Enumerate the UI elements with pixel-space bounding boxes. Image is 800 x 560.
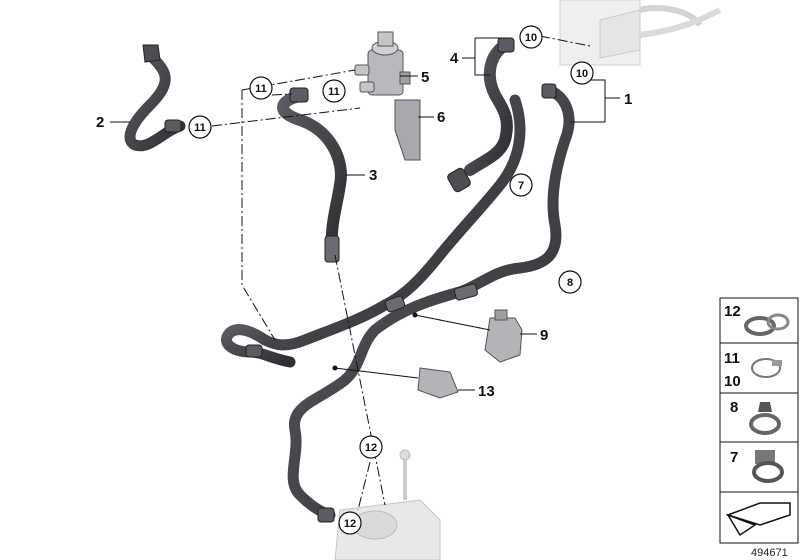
dash-dot-lines	[211, 35, 591, 511]
legend-row-12: 12	[724, 303, 790, 336]
callout-7: 7	[509, 173, 533, 197]
hose-4	[447, 37, 515, 193]
svg-text:10: 10	[724, 373, 741, 390]
svg-text:8: 8	[730, 399, 738, 416]
legend-row-11-10: 11 10	[724, 350, 782, 390]
reference-number: 494671	[751, 547, 788, 559]
callout-12-bottom: 12	[338, 511, 362, 535]
hose-1	[287, 83, 575, 523]
svg-text:10: 10	[576, 68, 588, 80]
callout-9: 9	[540, 327, 548, 344]
water-valve-5	[354, 31, 411, 96]
hose-3	[277, 87, 347, 263]
callout-1: 1	[624, 91, 632, 108]
bracket-6	[394, 99, 421, 161]
part-numbers: 1 2 3 4 5 6 9 13	[96, 50, 632, 400]
legend-row-8: 8	[730, 399, 781, 435]
svg-text:11: 11	[255, 83, 267, 95]
callout-10-right: 10	[570, 61, 594, 85]
svg-text:12: 12	[344, 518, 356, 530]
callout-11-left: 11	[249, 76, 273, 100]
svg-text:7: 7	[518, 180, 524, 192]
callout-6: 6	[437, 109, 445, 126]
callout-4: 4	[450, 50, 459, 67]
svg-text:12: 12	[724, 303, 741, 320]
svg-text:10: 10	[525, 32, 537, 44]
leader-lines	[110, 37, 620, 391]
callout-11-hose2: 11	[188, 115, 212, 139]
callout-11-mid: 11	[322, 79, 346, 103]
hose-middle	[221, 94, 526, 368]
svg-text:12: 12	[365, 442, 377, 454]
callout-3: 3	[369, 167, 377, 184]
clip-9	[484, 309, 523, 363]
callout-10-top: 10	[519, 25, 543, 49]
circled-callouts: 10 10 11 11 11 7 8 12	[188, 25, 594, 535]
callout-2: 2	[96, 114, 104, 131]
clip-13	[417, 367, 459, 399]
callout-8: 8	[558, 270, 582, 294]
svg-text:11: 11	[328, 86, 340, 98]
callout-13: 13	[478, 383, 495, 400]
svg-text:11: 11	[194, 122, 206, 134]
legend-panel: 12 11 10 8 7	[719, 297, 799, 544]
legend-row-7: 7	[730, 449, 784, 483]
svg-text:7: 7	[730, 449, 738, 466]
svg-text:11: 11	[724, 350, 740, 367]
arrow-icon	[725, 502, 791, 537]
hose-2	[124, 44, 186, 152]
ghost-radiator-component	[559, 0, 722, 66]
callout-5: 5	[421, 69, 429, 86]
svg-text:8: 8	[567, 277, 573, 289]
callout-12-mid: 12	[359, 435, 383, 459]
ghost-pump-component	[334, 449, 441, 560]
